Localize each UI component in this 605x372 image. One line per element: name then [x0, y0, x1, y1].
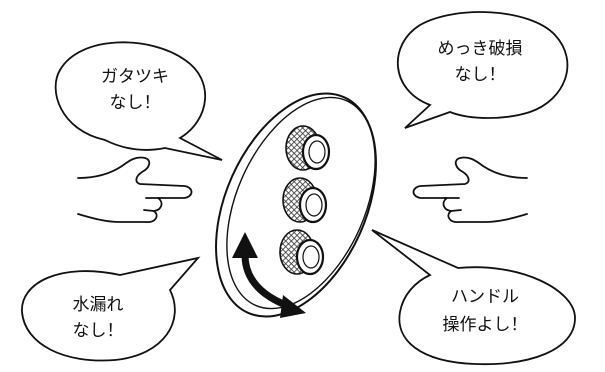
bubble-top-right: めっき破損 なし！ — [397, 11, 569, 129]
bubble-top-left: ガタツキ なし！ — [54, 41, 223, 161]
curved-double-arrow-icon — [232, 232, 306, 318]
bubble-bottom-right-line2: 操作よし！ — [443, 315, 528, 335]
knob-top — [285, 125, 331, 171]
bubble-top-left-line1: ガタツキ — [101, 67, 169, 87]
knob-bottom — [279, 229, 325, 276]
right-hand-pointing-icon — [412, 156, 528, 223]
bubble-top-right-line1: めっき破損 — [438, 39, 523, 59]
bubble-top-left-line2: なし！ — [110, 93, 161, 113]
bubble-top-right-line2: なし！ — [455, 65, 506, 85]
knob-middle — [282, 177, 328, 224]
bubble-bottom-right: ハンドル 操作よし！ — [371, 229, 576, 366]
left-hand-pointing-icon — [77, 156, 193, 223]
bubble-bottom-left-line1: 水漏れ — [73, 295, 124, 315]
bubble-bottom-right-line1: ハンドル — [451, 287, 519, 307]
bubble-bottom-left: 水漏れ なし！ — [21, 256, 201, 362]
bubble-bottom-left-line2: なし！ — [73, 321, 124, 341]
